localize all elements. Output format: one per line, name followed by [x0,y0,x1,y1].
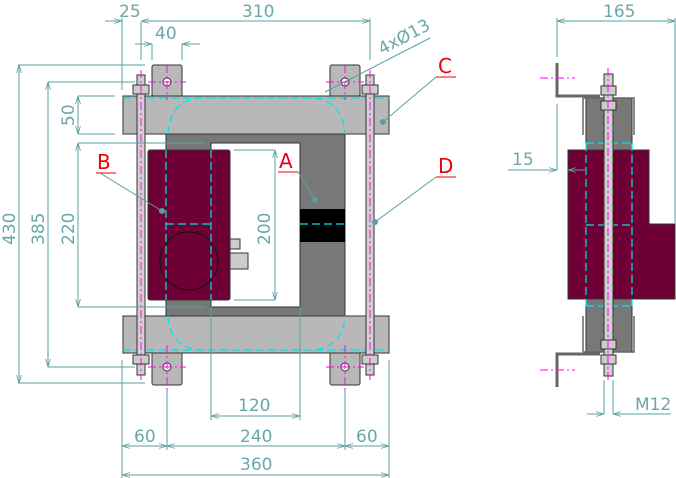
coil-terminal-circle [159,231,219,291]
angle-bracket [555,63,600,387]
cable-gland [229,238,249,270]
side-view: 165 15 M12 [508,2,676,415]
dim-60-left: 60 [134,427,156,447]
front-view: 25 310 40 4xØ13 50 220 385 430 200 120 6… [0,2,456,478]
dim-430: 430 [0,213,20,245]
dim-60-right: 60 [356,427,378,447]
dim-m12: M12 [635,395,671,415]
side-coil [567,149,676,300]
dim-310: 310 [242,2,274,22]
dim-240: 240 [240,427,272,447]
dim-25: 25 [119,2,141,22]
dim-200: 200 [255,213,275,245]
label-d: D [438,154,453,178]
dim-holes: 4xØ13 [375,16,434,60]
dim-40: 40 [155,24,177,44]
clamp-plate-c [122,95,390,135]
coil-b [147,149,231,301]
dim-220: 220 [59,213,79,245]
dim-360: 360 [240,455,272,475]
label-c: C [438,54,452,78]
label-a: A [279,149,293,173]
core-band [300,209,345,242]
dim-15: 15 [512,150,534,170]
clamp-plate [122,315,390,354]
dim-165: 165 [603,2,635,22]
dim-120: 120 [238,396,270,416]
leader [99,37,437,225]
dim-385: 385 [29,213,49,245]
dim-50: 50 [59,104,79,126]
label-b: B [97,150,111,174]
